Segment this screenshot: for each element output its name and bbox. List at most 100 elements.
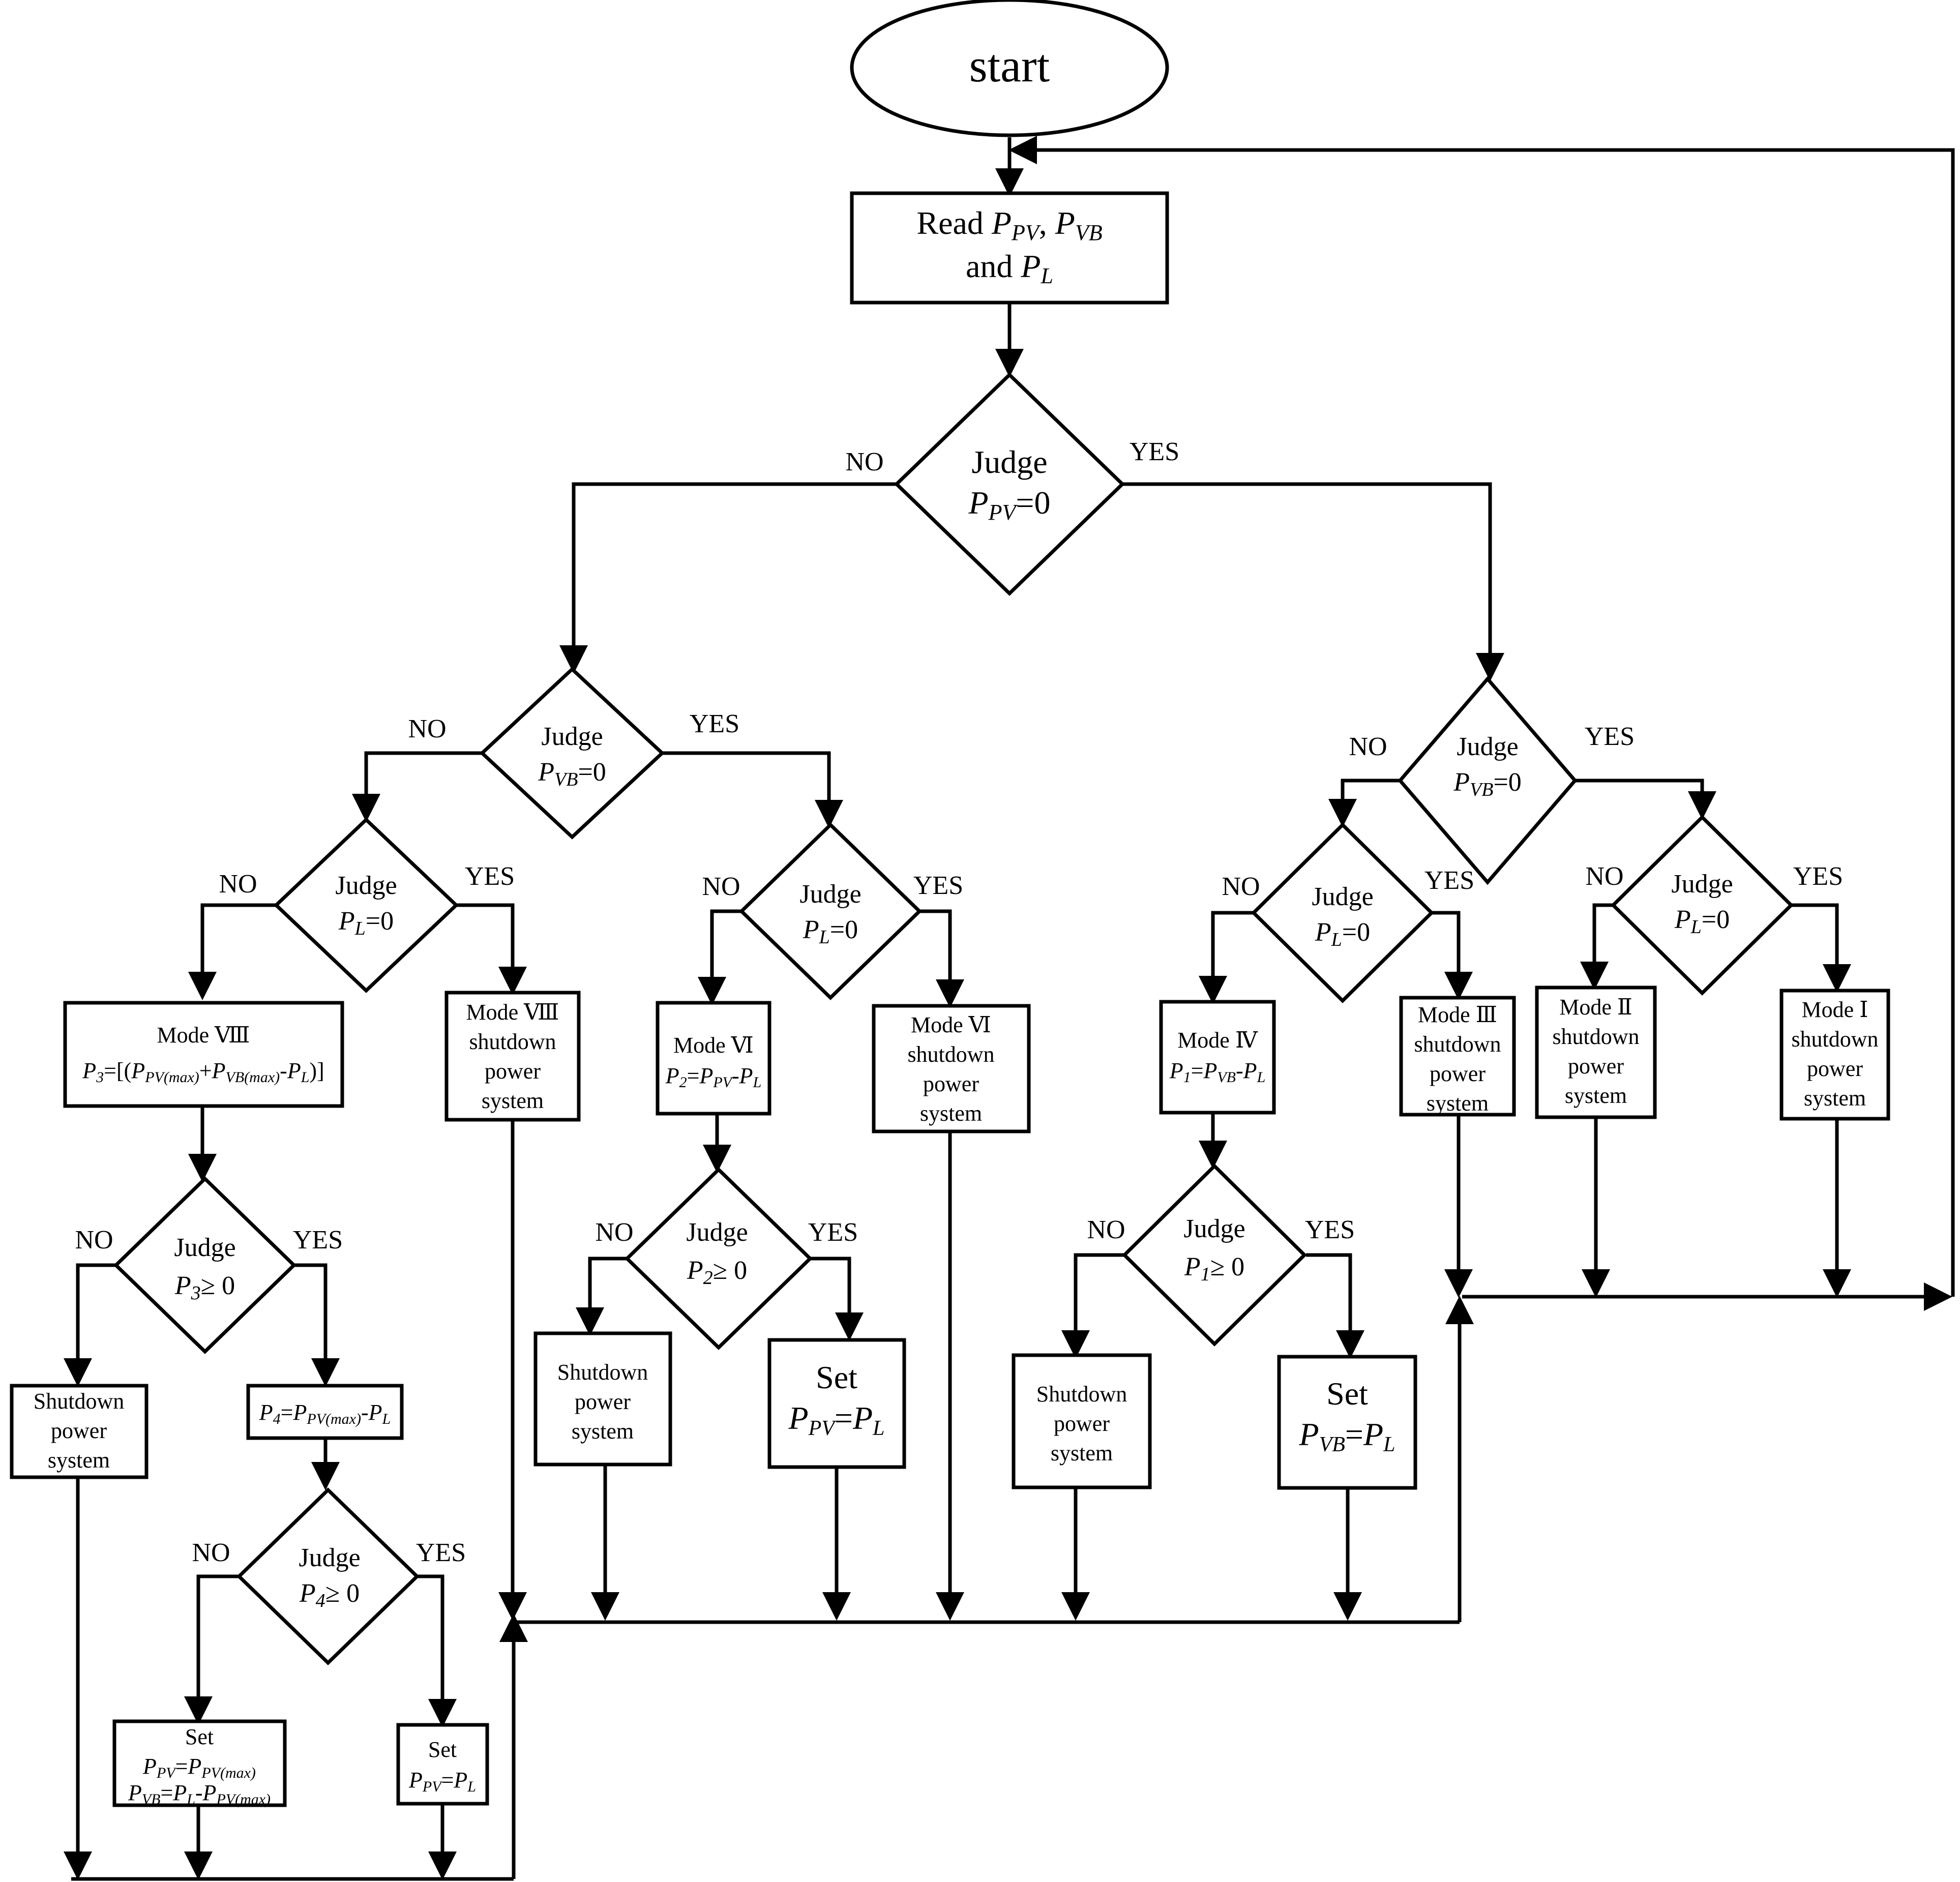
- svg-text:Mode Ⅰ: Mode Ⅰ: [1801, 997, 1868, 1022]
- no-label: NO: [1222, 872, 1260, 901]
- svg-text:power: power: [1807, 1056, 1863, 1081]
- svg-text:power: power: [923, 1071, 979, 1096]
- svg-text:power: power: [485, 1059, 541, 1084]
- svg-text:P2≥ 0: P2≥ 0: [687, 1256, 747, 1289]
- svg-text:Judge: Judge: [335, 871, 397, 900]
- svg-text:Judge: Judge: [1183, 1214, 1245, 1243]
- read-inputs-box: Read PPV, PVB and PL: [850, 191, 1169, 305]
- no-label: NO: [75, 1226, 113, 1254]
- svg-text:Mode Ⅲ: Mode Ⅲ: [1418, 1002, 1497, 1027]
- mode-8-shutdown-box: Mode Ⅷ shutdown power system: [444, 991, 581, 1122]
- svg-text:PVB=0: PVB=0: [538, 758, 606, 790]
- svg-text:Shutdown: Shutdown: [557, 1360, 648, 1385]
- p4-calc-box: P4=PPV(max)-PL: [246, 1384, 404, 1440]
- svg-text:power: power: [1430, 1061, 1486, 1086]
- svg-text:Shutdown: Shutdown: [34, 1389, 124, 1414]
- svg-text:P1≥ 0: P1≥ 0: [1184, 1252, 1244, 1285]
- mode-6-box: Mode Ⅵ P2=PPV-PL: [656, 1001, 771, 1116]
- svg-text:Judge: Judge: [799, 880, 861, 909]
- svg-text:PPV=PL: PPV=PL: [408, 1768, 476, 1795]
- yes-label: YES: [1424, 866, 1474, 895]
- svg-text:PL=0: PL=0: [338, 907, 394, 939]
- mode-2-shutdown-box: Mode Ⅱ shutdown power system: [1535, 985, 1657, 1119]
- no-label: NO: [408, 714, 446, 743]
- svg-text:Read PPV, PVB: Read PPV, PVB: [916, 205, 1102, 245]
- mode-1-shutdown-box: Mode Ⅰ shutdown power system: [1779, 989, 1890, 1121]
- svg-text:Judge: Judge: [1312, 882, 1373, 911]
- yes-label: YES: [1585, 722, 1635, 751]
- svg-text:P4=PPV(max)-PL: P4=PPV(max)-PL: [259, 1400, 391, 1427]
- svg-text:PL=0: PL=0: [803, 915, 858, 948]
- svg-text:power: power: [1568, 1054, 1624, 1079]
- svg-text:PVB=PL-PPV(max): PVB=PL-PPV(max): [128, 1780, 271, 1808]
- svg-text:system: system: [1565, 1083, 1627, 1108]
- svg-text:system: system: [1051, 1441, 1113, 1466]
- decision-pvb-zero-right: Judge PVB=0 NO YES: [1349, 676, 1635, 885]
- yes-label: YES: [465, 862, 515, 891]
- svg-text:Judge: Judge: [971, 444, 1047, 480]
- set-box-b: Set PPV=PL: [396, 1723, 489, 1806]
- svg-text:Judge: Judge: [1457, 732, 1518, 761]
- svg-text:Judge: Judge: [541, 722, 603, 751]
- svg-text:PPV=0: PPV=0: [968, 485, 1051, 525]
- decision-p2-nonnegative: Judge P2≥ 0 NO YES: [595, 1167, 858, 1350]
- svg-text:and PL: and PL: [966, 248, 1053, 288]
- svg-text:Set: Set: [185, 1724, 214, 1749]
- mode-8-box: Mode Ⅷ P3=[(PPV(max)+PVB(max)-PL)]: [63, 1001, 344, 1108]
- decision-pl-zero-4: Judge PL=0 NO YES: [1585, 815, 1843, 996]
- svg-text:system: system: [48, 1448, 110, 1473]
- set-box-d: Set PVB=PL: [1277, 1355, 1417, 1490]
- svg-text:P3=[(PPV(max)+PVB(max)-PL)]: P3=[(PPV(max)+PVB(max)-PL)]: [82, 1058, 324, 1086]
- svg-text:PL=0: PL=0: [1315, 918, 1370, 950]
- decision-pvb-zero-left: Judge PVB=0 NO YES: [408, 667, 739, 840]
- yes-label: YES: [913, 871, 963, 900]
- set-box-c: Set PPV=PL: [767, 1338, 906, 1469]
- yes-label: YES: [690, 709, 739, 738]
- svg-text:Shutdown: Shutdown: [1036, 1382, 1127, 1407]
- svg-text:Set: Set: [1326, 1376, 1368, 1412]
- decision-p4-nonnegative: Judge P4≥ 0 NO YES: [192, 1487, 466, 1665]
- yes-label: YES: [293, 1226, 343, 1254]
- decision-pl-zero-3: Judge PL=0 NO YES: [1222, 822, 1474, 1003]
- svg-text:PVB=0: PVB=0: [1453, 768, 1522, 800]
- mode-3-shutdown-box: Mode Ⅲ shutdown power system: [1399, 996, 1516, 1117]
- svg-text:Set: Set: [816, 1359, 857, 1395]
- no-label: NO: [702, 872, 740, 901]
- svg-text:shutdown: shutdown: [1791, 1027, 1878, 1052]
- svg-text:P2=PPV-PL: P2=PPV-PL: [665, 1063, 762, 1091]
- svg-text:Judge: Judge: [174, 1233, 235, 1262]
- svg-text:power: power: [575, 1389, 631, 1414]
- svg-text:P3≥ 0: P3≥ 0: [174, 1271, 235, 1304]
- svg-text:system: system: [572, 1419, 634, 1444]
- no-label: NO: [1349, 732, 1387, 761]
- svg-text:Mode Ⅳ: Mode Ⅳ: [1177, 1028, 1258, 1053]
- shutdown-box-right: Shutdown power system: [1012, 1353, 1152, 1489]
- svg-text:Judge: Judge: [299, 1543, 360, 1572]
- svg-text:power: power: [1054, 1411, 1110, 1436]
- svg-text:Set: Set: [428, 1737, 457, 1762]
- svg-text:Mode Ⅷ: Mode Ⅷ: [157, 1023, 250, 1048]
- decision-p3-nonnegative: Judge P3≥ 0 NO YES: [75, 1176, 343, 1354]
- svg-text:system: system: [482, 1088, 544, 1113]
- svg-text:shutdown: shutdown: [1552, 1024, 1639, 1049]
- svg-text:Mode Ⅷ: Mode Ⅷ: [466, 1000, 559, 1025]
- svg-text:Judge: Judge: [1671, 870, 1733, 899]
- svg-text:shutdown: shutdown: [907, 1042, 994, 1067]
- mode-6-shutdown-box: Mode Ⅵ shutdown power system: [872, 1004, 1031, 1133]
- start-label: start: [969, 40, 1050, 92]
- no-label: NO: [1087, 1215, 1125, 1244]
- no-label: NO: [595, 1218, 633, 1247]
- svg-text:PPV=PPV(max): PPV=PPV(max): [142, 1754, 256, 1781]
- svg-text:system: system: [1804, 1086, 1866, 1111]
- svg-text:PPV=PL: PPV=PL: [788, 1400, 885, 1440]
- set-box-a: Set PPV=PPV(max) PVB=PL-PPV(max): [112, 1719, 287, 1808]
- svg-text:Mode Ⅵ: Mode Ⅵ: [911, 1012, 991, 1037]
- no-label: NO: [192, 1538, 230, 1567]
- svg-text:P4≥ 0: P4≥ 0: [299, 1579, 360, 1611]
- yes-label: YES: [808, 1218, 858, 1247]
- svg-text:shutdown: shutdown: [469, 1029, 556, 1054]
- start-terminal: start: [850, 0, 1169, 137]
- decision-pl-zero-2: Judge PL=0 NO YES: [702, 822, 963, 1000]
- svg-text:PL=0: PL=0: [1674, 905, 1730, 938]
- svg-text:system: system: [1427, 1091, 1489, 1116]
